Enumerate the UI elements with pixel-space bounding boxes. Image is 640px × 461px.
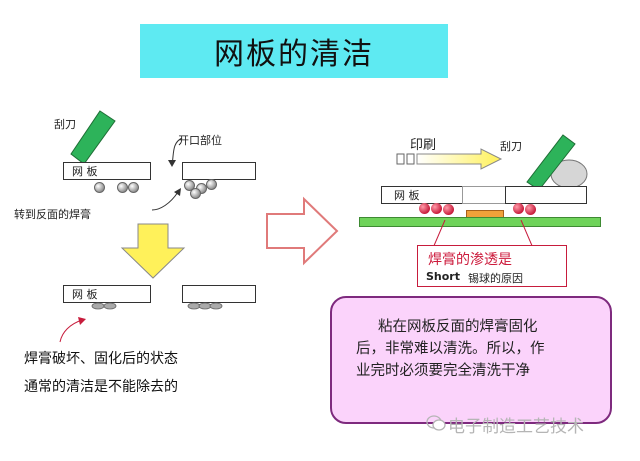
wechat-icon [426, 415, 446, 431]
pointer-arrow-icon [168, 137, 183, 167]
print-label: 印刷 [410, 138, 437, 153]
hollow-arrow-icon [266, 196, 339, 266]
page-title: 网板的清洁 [214, 37, 374, 72]
solder-paste-seep [513, 203, 524, 214]
seep-callout-box [417, 245, 567, 287]
stencil-right-right [505, 186, 587, 204]
stencil-opening [462, 186, 506, 204]
stencil-left-top-right [182, 162, 256, 180]
solder-ball [190, 188, 201, 199]
solder-paste-seep [525, 204, 536, 215]
solder-ball [184, 180, 195, 191]
note-line-1: 粘在网板反面的焊膏固化 [378, 319, 538, 335]
note-line-2: 后，非常难以清洗。所以，作 [356, 341, 545, 357]
stencil-label: 网 板 [72, 165, 98, 178]
opening-label: 开口部位 [178, 134, 222, 147]
flattened-paste [187, 302, 223, 310]
watermark: 电子制造工艺技术 [448, 417, 584, 437]
flattened-paste [91, 302, 117, 310]
squeegee-left [70, 110, 116, 165]
caption-line-1: 焊膏破坏、固化后的状态 [24, 351, 178, 367]
transfer-label: 转到反面的焊膏 [14, 208, 91, 221]
print-direction-arrow-icon [396, 148, 503, 170]
solder-ball [94, 182, 105, 193]
stencil-label: 网 板 [72, 288, 98, 301]
pcb-board [359, 217, 601, 227]
solder-ball [206, 179, 217, 190]
squeegee-right [526, 134, 588, 191]
stencil-left-top: 网 板 [63, 162, 151, 180]
seep-title: 焊膏的渗透是 [428, 252, 512, 268]
title-box: 网板的清洁 [140, 24, 448, 78]
stencil-left-bottom: 网 板 [63, 285, 151, 303]
stencil-label: 网 板 [394, 189, 420, 202]
seep-cause-label: 锡球的原因 [468, 272, 523, 285]
solder-paste-seep [443, 204, 454, 215]
seep-short-label: Short [426, 270, 460, 283]
stencil-left-bottom-right [182, 285, 256, 303]
squeegee-label-right: 刮刀 [500, 140, 522, 153]
note-box: 粘在网板反面的焊膏固化 后，非常难以清洗。所以，作 业完时必须要完全清洗干净 [330, 296, 612, 424]
solder-paste-seep [419, 203, 430, 214]
solder-ball [128, 182, 139, 193]
solder-ball [117, 182, 128, 193]
solder-paste-seep [431, 203, 442, 214]
note-line-3: 业完时必须要完全清洗干净 [356, 363, 530, 379]
pointer-arrow-icon [59, 317, 86, 343]
caption-line-2: 通常的清洁是不能除去的 [24, 379, 178, 395]
curved-arrow-icon [151, 188, 181, 211]
down-arrow-icon [120, 223, 186, 279]
callout-lines [432, 220, 534, 249]
stencil-right-left: 网 板 [381, 186, 463, 204]
squeegee-label-left: 刮刀 [54, 118, 76, 131]
